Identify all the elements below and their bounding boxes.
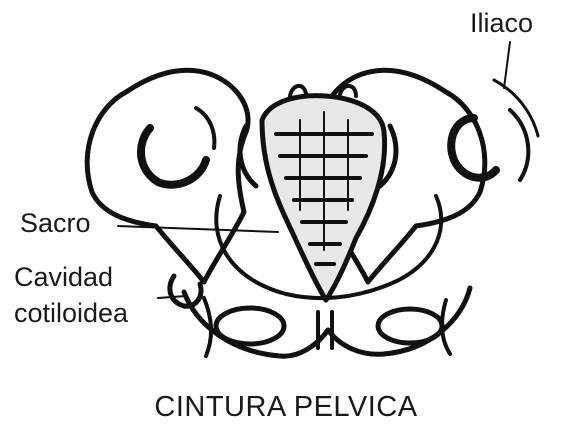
label-cavidad-line1: Cavidad — [14, 262, 113, 292]
label-iliaco: Iliaco — [470, 8, 533, 38]
right-obturator-foramen — [378, 309, 442, 343]
figure-title: CINTURA PELVICA — [0, 392, 572, 422]
leader-sacro — [118, 226, 278, 232]
leader-cavidad — [158, 296, 186, 298]
label-cavidad-line2: cotiloidea — [14, 298, 128, 328]
left-obturator-foramen — [216, 308, 284, 344]
leader-iliaco — [504, 42, 510, 88]
sacrum — [262, 86, 385, 300]
label-sacro: Sacro — [20, 208, 91, 238]
